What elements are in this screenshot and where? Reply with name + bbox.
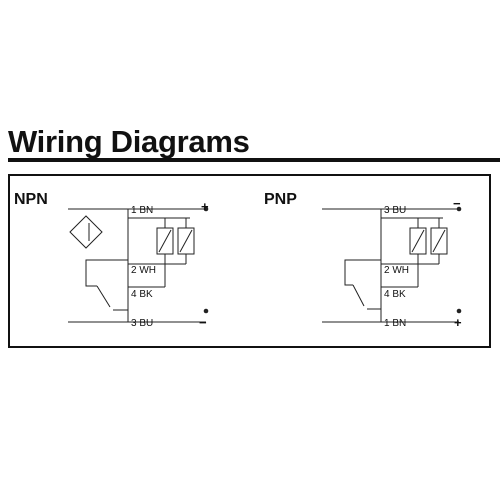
pnp-diagram: PNP 3 BU − 1 BN + 2 WH 4 BK	[264, 191, 462, 330]
pnp-sign-top: −	[453, 196, 461, 211]
proximity-sensor-icon	[69, 215, 103, 249]
npn-load-2	[177, 227, 195, 255]
page-title: Wiring Diagrams	[8, 124, 250, 159]
pnp-load-1	[409, 227, 427, 255]
npn-diagram: NPN 1 BN + 3 BU −	[14, 191, 209, 330]
npn-bottom-terminal	[203, 308, 209, 314]
npn-top-terminal	[203, 206, 209, 212]
pnp-heading: PNP	[264, 191, 297, 208]
pnp-switch-contact	[352, 284, 365, 307]
pnp-load-2	[430, 227, 448, 255]
pnp-pin-bottom-label: 1 BN	[384, 318, 406, 329]
pnp-bottom-terminal	[456, 308, 462, 314]
pnp-sign-bottom: +	[454, 315, 462, 330]
npn-pin-bottom-label: 3 BU	[131, 318, 153, 329]
npn-heading: NPN	[14, 191, 48, 208]
npn-sign-bottom: −	[199, 315, 207, 330]
diagram-frame	[8, 174, 491, 348]
npn-pin-mid-label: 2 WH	[131, 265, 156, 276]
npn-pin-low-label: 4 BK	[131, 289, 153, 300]
npn-sign-top: +	[201, 199, 209, 214]
npn-switch-contact	[96, 285, 111, 308]
pnp-switch-loop	[344, 259, 381, 286]
pnp-pin-mid-label: 2 WH	[384, 265, 409, 276]
pnp-pin-top-label: 3 BU	[384, 205, 406, 216]
pnp-top-terminal	[456, 206, 462, 212]
npn-pin-top-label: 1 BN	[131, 205, 153, 216]
title-underline	[8, 158, 500, 162]
pnp-pin-low-label: 4 BK	[384, 289, 406, 300]
npn-load-1	[156, 227, 174, 255]
npn-switch-loop	[85, 259, 128, 287]
